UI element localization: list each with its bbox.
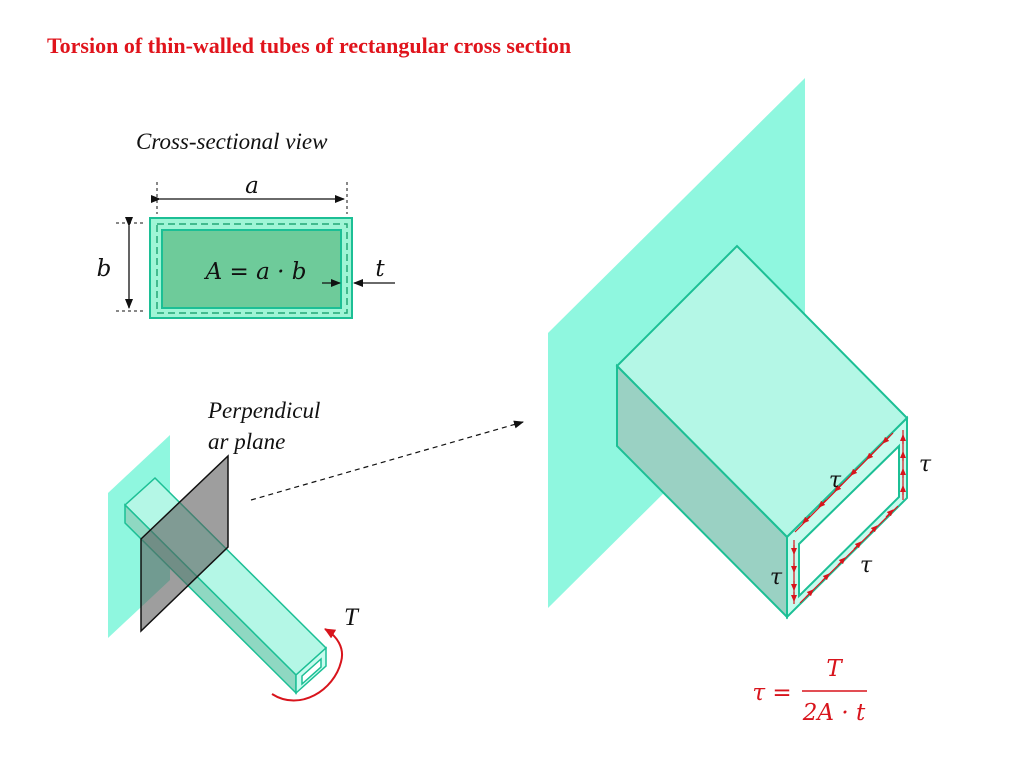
shear-arrow-top-3 bbox=[850, 467, 859, 476]
dim-a-label: a bbox=[245, 173, 259, 199]
cross-section-caption: Cross-sectional view bbox=[136, 129, 328, 154]
perpendicular-plane-label-line2: ar plane bbox=[208, 429, 286, 454]
page-title: Torsion of thin-walled tubes of rectangu… bbox=[47, 33, 572, 58]
perpendicular-plane-label: Perpendicul ar plane bbox=[208, 395, 368, 457]
tube-detail: τ τ τ τ bbox=[548, 78, 932, 620]
formula-lhs: τ = bbox=[752, 680, 791, 706]
formula-denominator: 2A · t bbox=[802, 700, 866, 726]
tube-overview: T bbox=[108, 435, 360, 702]
shear-label-top: τ bbox=[829, 468, 842, 493]
shear-arrow-bottom-4 bbox=[853, 541, 862, 550]
dim-t-label: t bbox=[375, 256, 385, 282]
shear-label-bottom: τ bbox=[860, 553, 873, 578]
shear-arrow-bottom-5 bbox=[869, 525, 878, 534]
shear-flow-bottom-line bbox=[799, 505, 899, 604]
shear-arrow-top-5 bbox=[818, 499, 827, 508]
perpendicular-plane-label-line1: Perpendicul bbox=[208, 398, 321, 423]
tube-end-hole bbox=[301, 657, 322, 686]
cross-section-diagram: a b A = a · b t bbox=[97, 173, 395, 319]
shear-arrow-top-6 bbox=[802, 515, 811, 524]
torque-arrow bbox=[271, 628, 343, 702]
shear-arrow-top-4 bbox=[834, 483, 843, 492]
shear-arrow-bottom-2 bbox=[821, 573, 830, 582]
shear-arrow-top-1 bbox=[882, 435, 891, 444]
section-inner-area bbox=[161, 229, 342, 309]
shear-arrow-top-2 bbox=[866, 451, 875, 460]
torque-label: T bbox=[344, 604, 360, 631]
section-midline bbox=[156, 223, 348, 314]
area-formula: A = a · b bbox=[204, 259, 307, 285]
shear-arrow-bottom-1 bbox=[805, 589, 814, 598]
dim-b-label: b bbox=[97, 256, 112, 282]
shear-arrow-bottom-6 bbox=[885, 509, 894, 518]
zoom-pointer-arrow bbox=[250, 420, 524, 501]
shear-flow-arrows bbox=[791, 430, 906, 604]
shear-arrow-bottom-3 bbox=[837, 557, 846, 566]
formula-numerator: T bbox=[826, 656, 843, 682]
shear-flow-top-line bbox=[794, 432, 894, 533]
cutting-plane bbox=[140, 454, 229, 633]
tube-detail-end-hole bbox=[798, 443, 900, 599]
shear-label-left: τ bbox=[770, 565, 783, 590]
shear-stress-formula: τ = T 2A · t bbox=[752, 656, 867, 726]
shear-label-right: τ bbox=[919, 452, 932, 477]
